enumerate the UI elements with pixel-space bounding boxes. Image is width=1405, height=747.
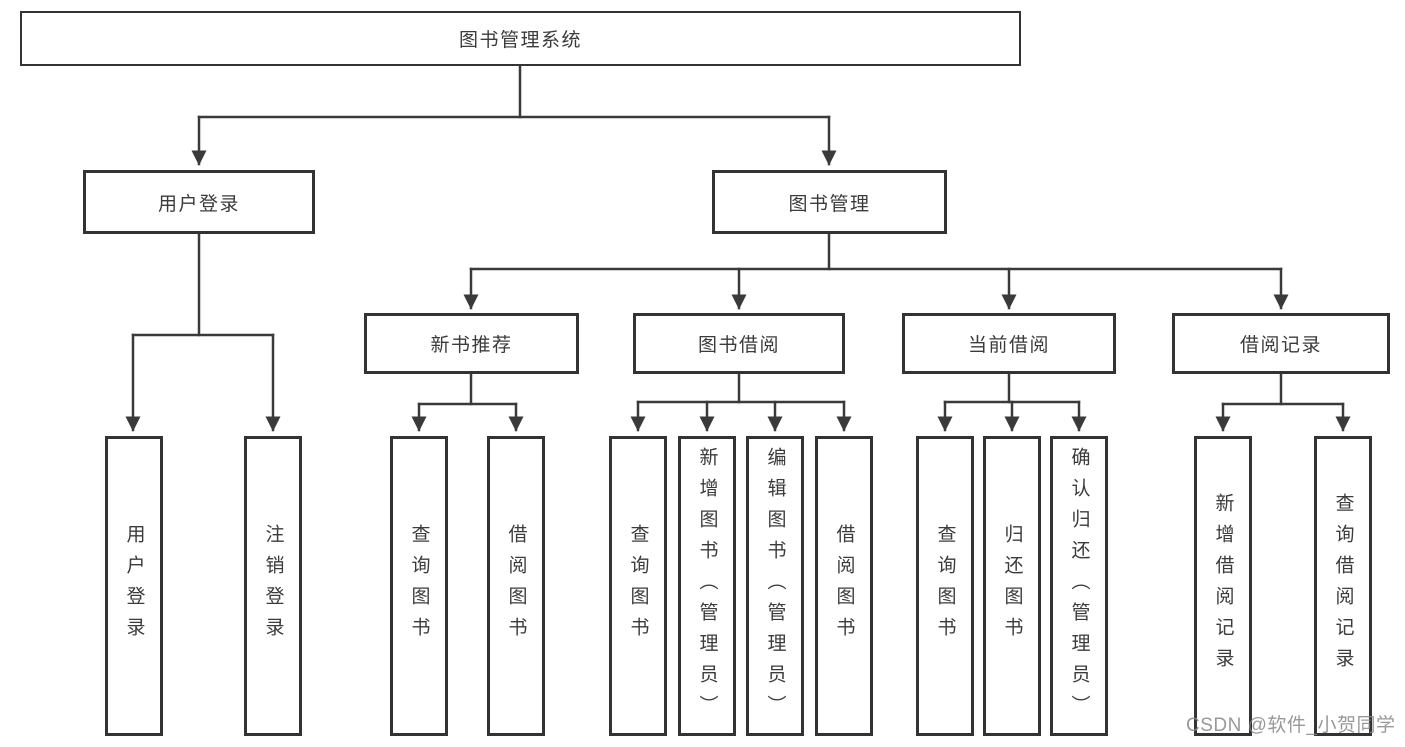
node-current-borrowing: 当前借阅 [902,313,1116,374]
node-user-login-label: 用户登录 [157,193,240,215]
node-book-management: 图书管理 [712,170,947,234]
leaf-add-borrow-record-label: 新增借阅记录 [1212,493,1234,679]
leaf-user-login: 用户登录 [105,436,163,736]
leaf-add-book-admin: 新增图书（管理员） [678,436,736,736]
leaf-borrow-books-recommend-label: 借阅图书 [505,524,527,648]
csdn-watermark: CSDN @软件_小贺同学 [1186,715,1396,736]
leaf-query-books-recommend-label: 查询图书 [408,524,430,648]
leaf-edit-book-admin: 编辑图书（管理员） [746,436,804,736]
leaf-logout: 注销登录 [244,436,302,736]
leaf-query-books-borrowing: 查询图书 [609,436,667,736]
node-new-book-recommendation: 新书推荐 [364,313,579,374]
node-borrowing-records-label: 借阅记录 [1239,335,1322,356]
leaf-query-books-recommend: 查询图书 [390,436,448,736]
leaf-return-book-label: 归还图书 [1001,524,1023,648]
node-new-book-recommendation-label: 新书推荐 [430,335,513,356]
node-borrowing-records: 借阅记录 [1172,313,1390,374]
leaf-add-borrow-record: 新增借阅记录 [1194,436,1252,736]
leaf-borrow-books-borrowing-label: 借阅图书 [833,524,855,648]
node-root-label: 图书管理系统 [458,30,582,51]
leaf-query-books-borrowing-label: 查询图书 [627,524,649,648]
leaf-borrow-books-borrowing: 借阅图书 [815,436,873,736]
node-current-borrowing-label: 当前借阅 [967,335,1050,356]
node-book-borrowing-label: 图书借阅 [697,335,780,356]
leaf-query-books-current-label: 查询图书 [934,524,956,648]
leaf-logout-label: 注销登录 [262,524,284,648]
leaf-query-borrow-record-label: 查询借阅记录 [1332,493,1354,679]
leaf-user-login-label: 用户登录 [123,524,145,648]
leaf-confirm-return-admin: 确认归还（管理员） [1050,436,1108,736]
leaf-borrow-books-recommend: 借阅图书 [487,436,545,736]
node-root: 图书管理系统 [20,11,1021,66]
node-book-management-label: 图书管理 [788,193,871,215]
node-user-login: 用户登录 [83,170,315,234]
leaf-return-book: 归还图书 [983,436,1041,736]
leaf-edit-book-admin-label: 编辑图书（管理员） [764,446,786,726]
leaf-add-book-admin-label: 新增图书（管理员） [696,446,718,726]
leaf-query-borrow-record: 查询借阅记录 [1314,436,1372,736]
leaf-confirm-return-admin-label: 确认归还（管理员） [1068,446,1090,726]
node-book-borrowing: 图书借阅 [633,313,845,374]
leaf-query-books-current: 查询图书 [916,436,974,736]
